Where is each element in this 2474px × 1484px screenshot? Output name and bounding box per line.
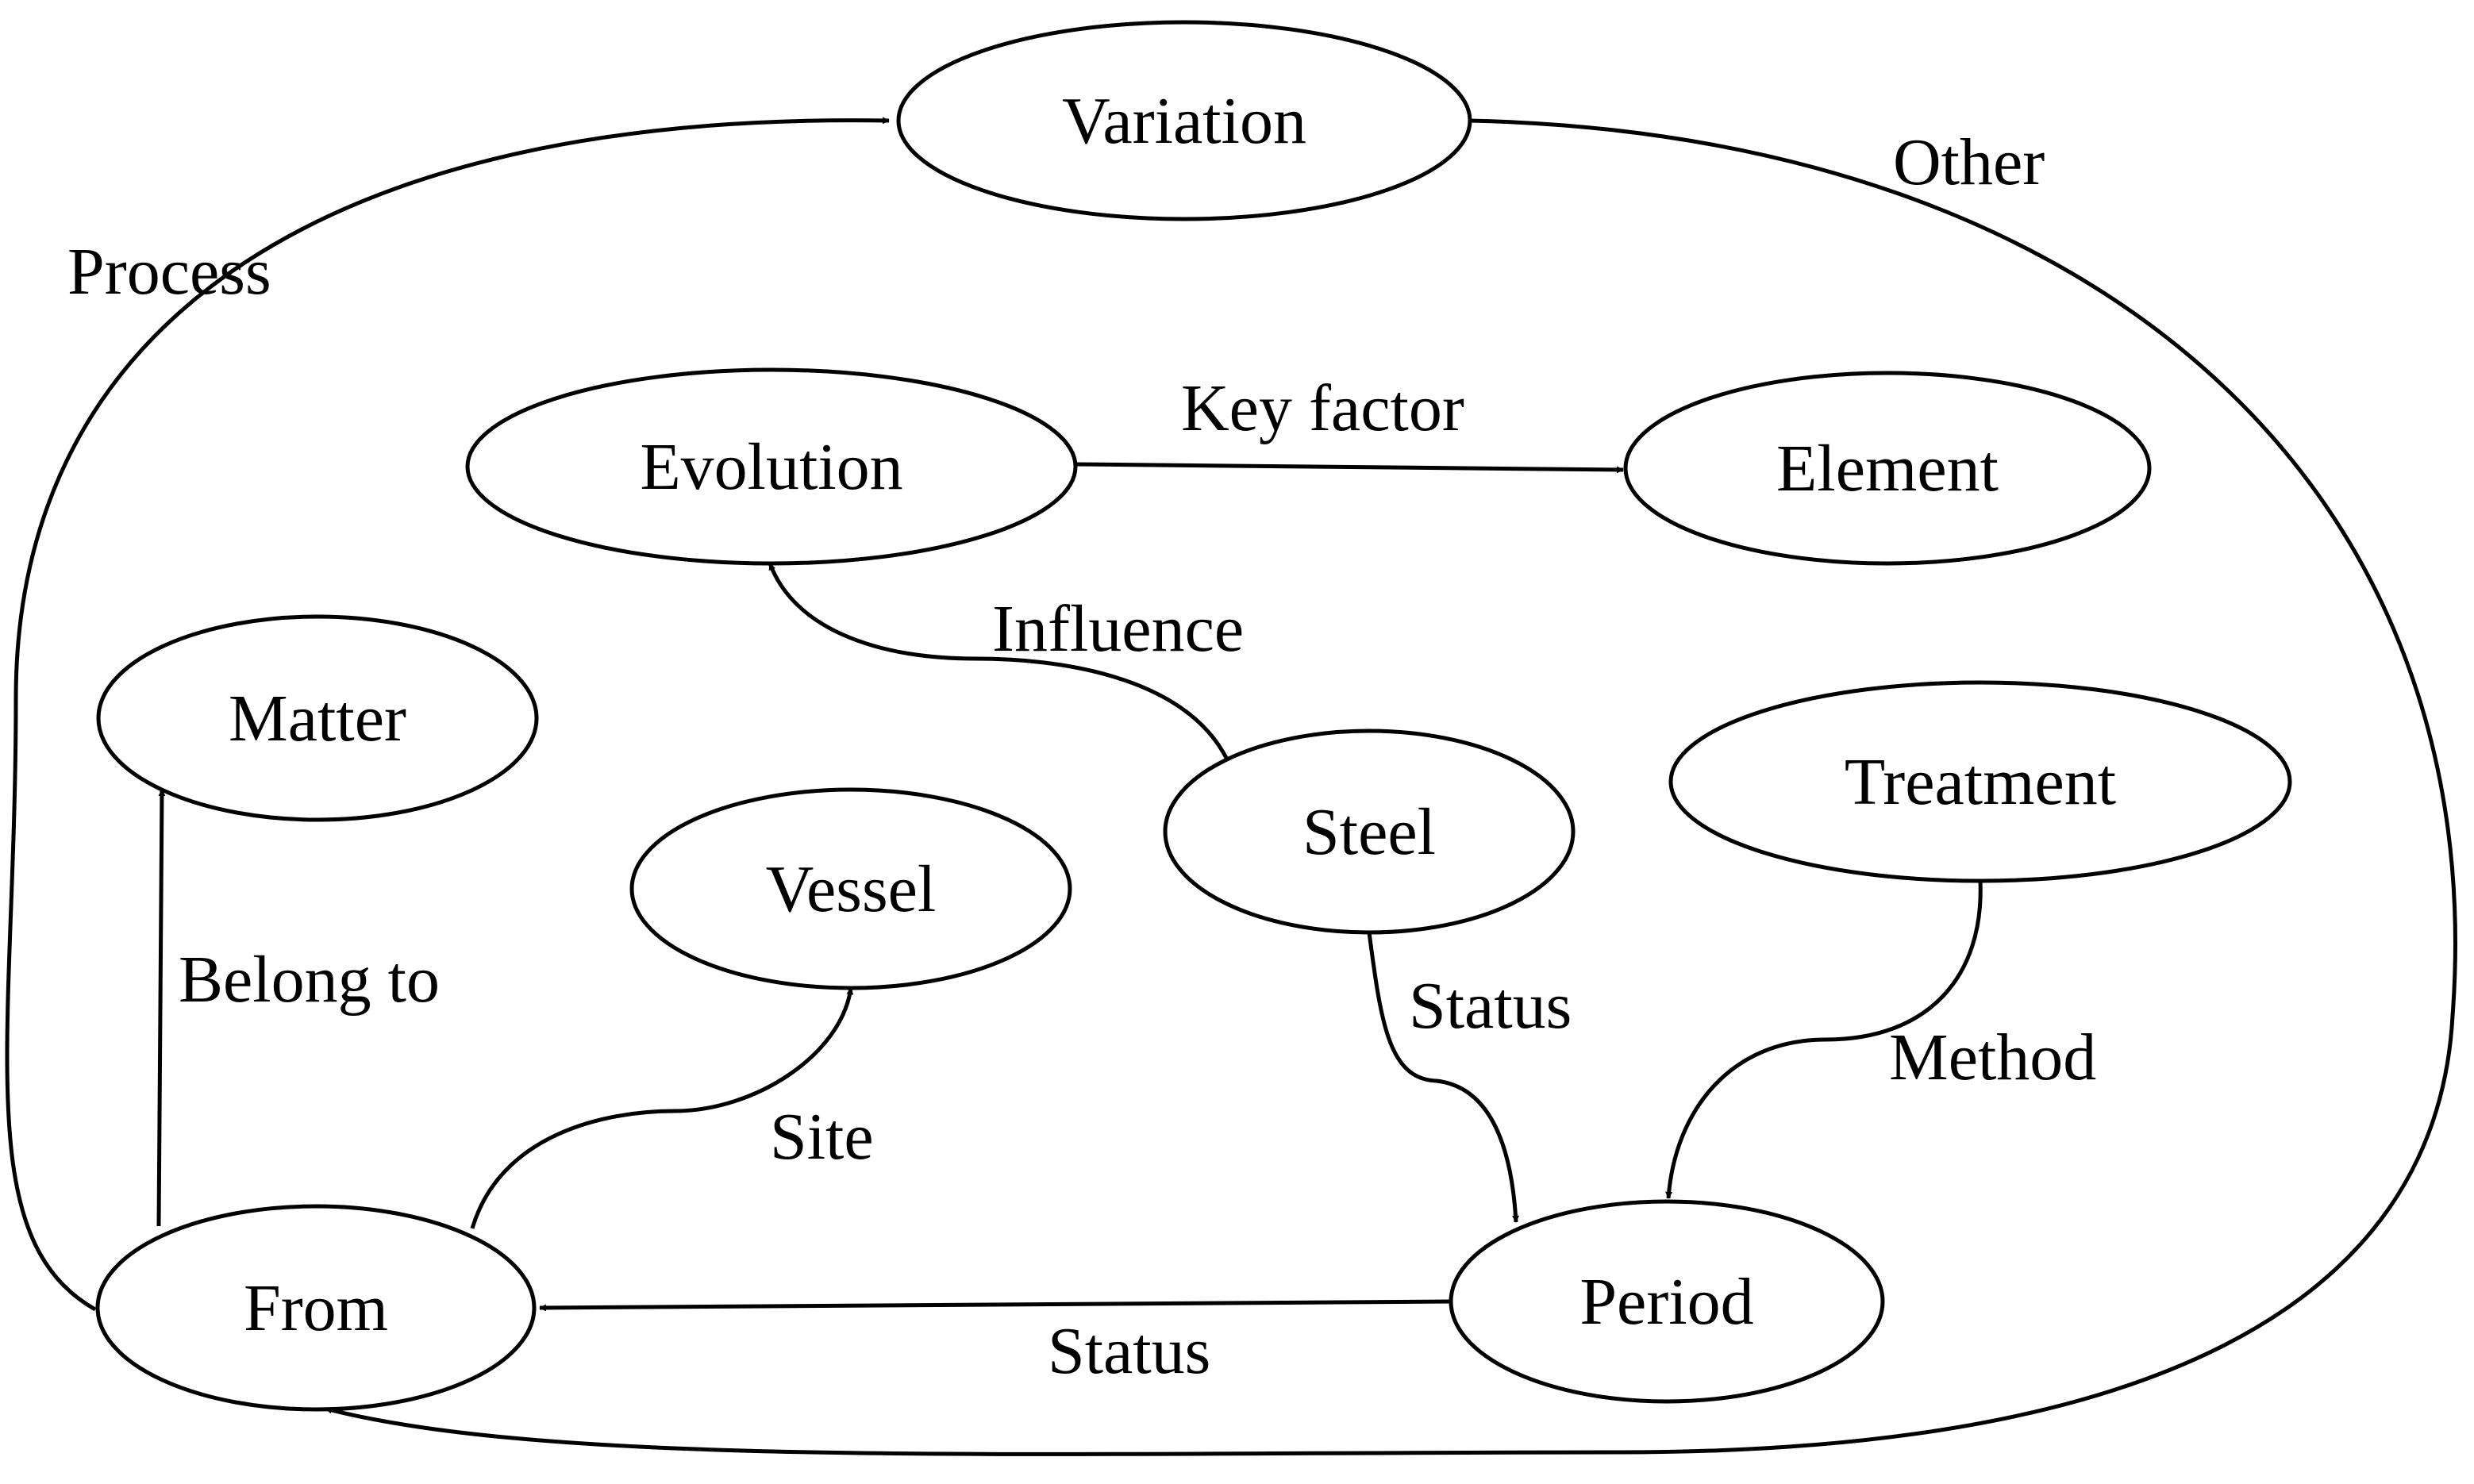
node-from: From [95,1204,537,1412]
edge-label-period-status: Status [1048,1314,1210,1388]
node-element: Element [1623,371,2152,566]
edge-steel-status [1367,932,1520,1223]
node-treatment-label: Treatment [1845,745,2116,819]
node-vessel: Vessel [629,787,1072,990]
node-variation: Variation [896,20,1472,221]
edge-label-site: Site [770,1100,874,1174]
node-vessel-label: Vessel [766,852,937,926]
node-evolution-label: Evolution [640,430,902,504]
node-matter-label: Matter [229,682,406,755]
edge-method [1665,880,1983,1199]
edge-label-key-factor: Key factor [1181,371,1464,445]
node-treatment: Treatment [1668,680,2292,883]
node-evolution: Evolution [465,367,1078,566]
node-steel-label: Steel [1302,795,1436,869]
node-period-label: Period [1579,1265,1753,1339]
edge-label-process: Process [67,235,271,309]
node-from-label: From [244,1271,388,1345]
edge-label-steel-status: Status [1409,969,1572,1043]
edge-process [5,117,890,1312]
node-steel: Steel [1163,729,1576,935]
edge-label-other: Other [1893,125,2045,199]
edge-key-factor [1075,462,1624,474]
edge-label-influence: Influence [992,592,1244,666]
node-element-label: Element [1776,432,1999,506]
node-period: Period [1449,1199,1885,1404]
edge-other [325,118,2457,1456]
edge-belong-to [156,789,166,1227]
edge-label-method: Method [1889,1021,2096,1094]
node-variation-label: Variation [1062,84,1306,158]
edge-period-status [539,1299,1452,1312]
node-matter: Matter [96,614,539,822]
edge-label-belong-to: Belong to [179,943,440,1017]
edge-site [470,987,854,1229]
edge-influence [768,563,1229,759]
